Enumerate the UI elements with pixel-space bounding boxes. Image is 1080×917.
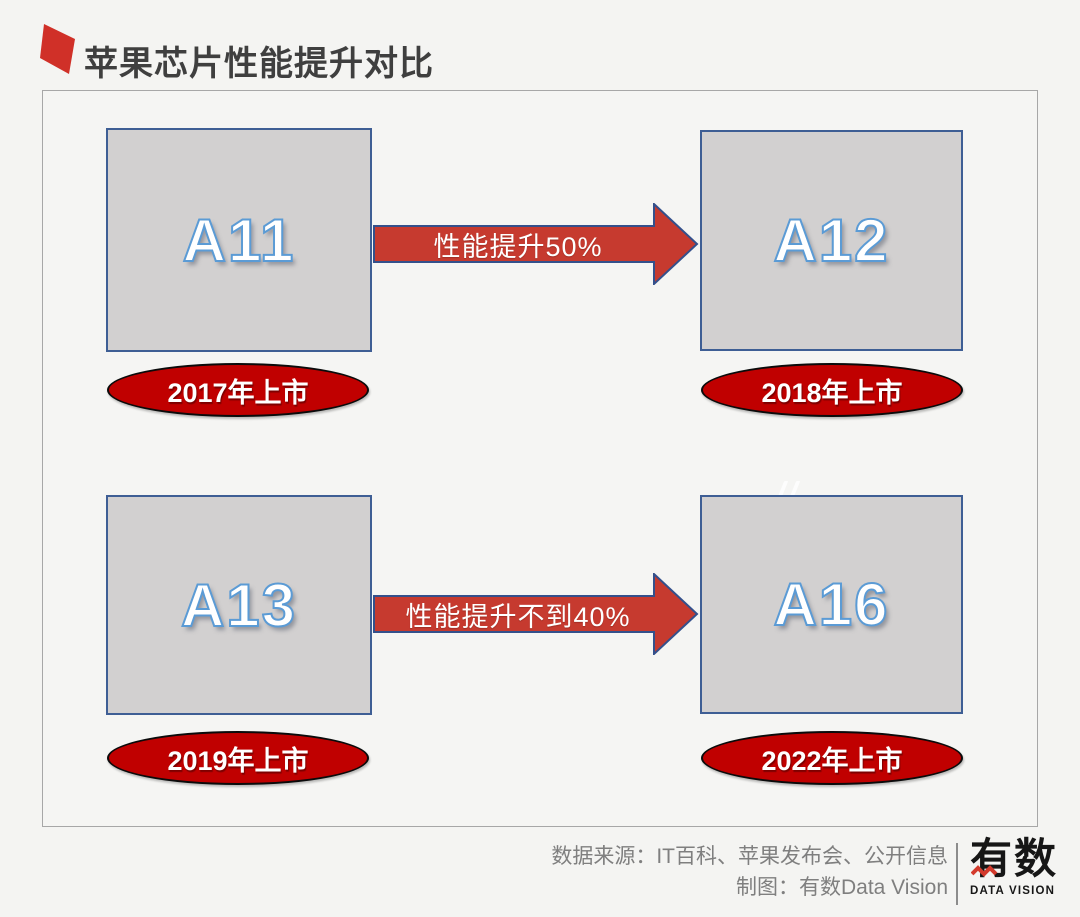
launch-label-2018: 2018年上市 [761, 377, 903, 408]
data-source-text: 数据来源：IT百科、苹果发布会、公开信息 [551, 845, 948, 868]
chip-box-a13: A13 [106, 495, 372, 715]
launch-badge-2017: 2017年上市 [107, 363, 369, 417]
footer-divider [956, 843, 958, 905]
chip-label-a16: A16 [772, 570, 890, 639]
brand-logo-en: DATA VISION [970, 885, 1056, 897]
arrow-label-row2: 性能提升不到40% [405, 601, 631, 632]
title-flag-icon [40, 24, 75, 74]
arrow-right-icon [373, 573, 699, 655]
arrow-right-icon [373, 203, 699, 285]
brand-logo: 有数 DATA VISION [970, 835, 1070, 913]
credits: 数据来源：IT百科、苹果发布会、公开信息 制图：有数Data Vision [551, 841, 948, 903]
chip-label-a12: A12 [772, 206, 890, 275]
launch-badge-2019: 2019年上市 [107, 731, 369, 785]
arrow-row1: 性能提升50% [373, 203, 699, 285]
chip-box-a11: A11 [106, 128, 372, 352]
header: 苹果芯片性能提升对比 [0, 0, 1080, 90]
launch-label-2022: 2022年上市 [761, 745, 903, 776]
chip-box-a16: A16 [700, 495, 963, 714]
credit-text: 制图：有数Data Vision [735, 876, 948, 899]
launch-badge-2018: 2018年上市 [701, 363, 963, 417]
chip-label-a13: A13 [180, 571, 298, 640]
launch-label-2017: 2017年上市 [167, 377, 309, 408]
chip-box-a12: A12 [700, 130, 963, 351]
arrow-label-row1: 性能提升50% [433, 231, 603, 262]
arrow-row2: 性能提升不到40% [373, 573, 699, 655]
launch-label-2019: 2019年上市 [167, 745, 309, 776]
diagram-panel: A11 性能提升50% A12 2017年上市 2018年上市 A13 性能提升… [42, 90, 1038, 827]
footer: 数据来源：IT百科、苹果发布会、公开信息 制图：有数Data Vision 有数… [0, 827, 1080, 917]
logo-zigzag-icon [971, 865, 998, 877]
launch-badge-2022: 2022年上市 [701, 731, 963, 785]
page-title: 苹果芯片性能提升对比 [84, 45, 434, 83]
chip-label-a11: A11 [182, 206, 296, 275]
